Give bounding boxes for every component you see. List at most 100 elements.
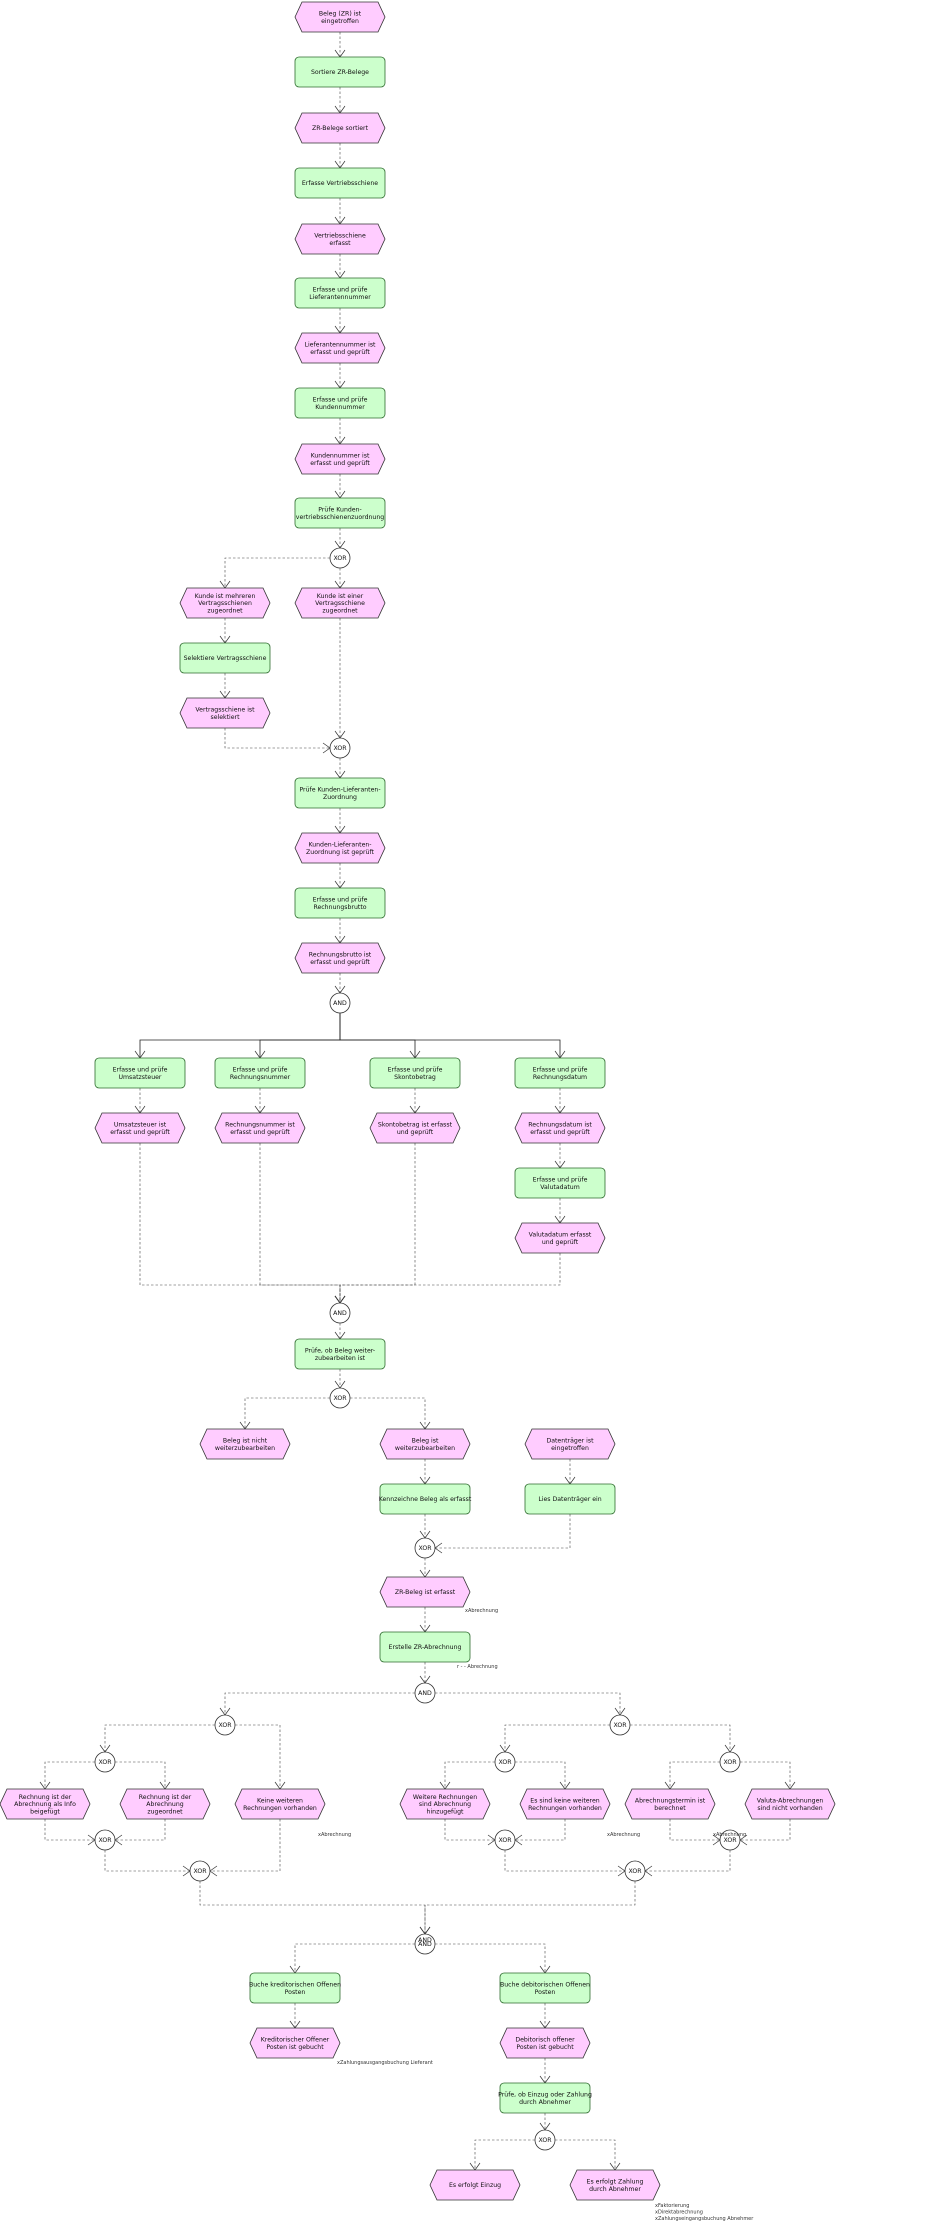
annotation-note: xAbrechnung (607, 1832, 640, 1838)
connector-label: AND (418, 1690, 432, 1697)
node-label: zugeordnet (207, 607, 243, 614)
connector-label: AND (418, 1937, 432, 1944)
node-label: sind Abrechnung (419, 1801, 471, 1808)
node-label: selektiert (210, 714, 240, 721)
edge-41 (339, 1013, 416, 1058)
annotation-note: r - - Abrechnung (457, 1664, 498, 1670)
function-node: Sortiere ZR-Belege (294, 56, 386, 88)
edge-45 (339, 1143, 416, 1303)
node-label: Skontobetrag ist erfasst (378, 1122, 453, 1129)
edge-58 (104, 1850, 190, 1872)
node-label: eingetroffen (321, 18, 359, 25)
connector-label: XOR (613, 1722, 627, 1729)
node-label: Zuordnung ist geprüft (306, 849, 375, 856)
edge-48 (350, 1397, 426, 1429)
node-label: Selektiere Vertragsschiene (184, 655, 267, 662)
node-label: Erfasse und prüfe (233, 1067, 288, 1074)
edge-57 (115, 1819, 166, 1841)
connector-node: XOR (329, 1387, 351, 1409)
event-node: ZR-Belege sortiert (294, 112, 386, 144)
node-label: Umsatzsteuer (119, 1074, 162, 1081)
node-label: Keine weiteren (257, 1798, 303, 1805)
edge-66 (444, 1819, 495, 1841)
edge-64 (669, 1761, 720, 1789)
node-label: Zuordnung (323, 794, 357, 801)
node-label: Lieferantennummer ist (305, 342, 377, 349)
node-label: und geprüft (542, 1239, 579, 1246)
node-label: Posten (285, 1989, 306, 1996)
edge-37 (224, 557, 330, 588)
edge-62 (444, 1761, 495, 1789)
node-label: Umsatzsteuer ist (114, 1122, 167, 1129)
node-label: Erfasse und prüfe (313, 897, 368, 904)
connector-node: XOR (609, 1714, 631, 1736)
node-label: Erfasse und prüfe (313, 287, 368, 294)
edge-75 (435, 1943, 546, 1973)
annotation-note: xFaktorierung (655, 2203, 689, 2209)
function-node: Kennzeichne Beleg als erfasst (379, 1483, 472, 1515)
node-label: Datenträger ist (546, 1438, 594, 1445)
connector-label: XOR (418, 1545, 432, 1552)
node-label: und geprüft (397, 1129, 434, 1136)
connector-label: AND (333, 1000, 347, 1007)
node-label: Skontobetrag (394, 1074, 436, 1081)
connector-node: AND (329, 1302, 351, 1324)
node-label: Abrechnung (146, 1801, 183, 1808)
node-label: Lieferantennummer (309, 294, 371, 301)
annotation-note: xAbrechnung (713, 1832, 746, 1838)
function-node: Lies Datenträger ein (524, 1483, 616, 1515)
event-node: Kunden-Lieferanten-Zuordnung ist geprüft (294, 832, 386, 864)
node-label: vertriebsschienenzuordnung (296, 514, 384, 521)
connector-label: XOR (498, 1837, 512, 1844)
node-label: Kunde ist mehreren (195, 593, 256, 600)
node-label: Posten (535, 1989, 556, 1996)
connector-node: XOR (624, 1860, 646, 1882)
node-label: Rechnungen vorhanden (528, 1805, 602, 1812)
connector-node: XOR (719, 1829, 741, 1851)
connector-node: AND (414, 1682, 436, 1704)
annotation-note: xAbrechnung (465, 1608, 498, 1614)
event-node: Kunde ist mehrerenVertragsschienenzugeor… (179, 587, 271, 619)
node-label: Erfasse und prüfe (113, 1067, 168, 1074)
node-label: beigefügt (30, 1808, 60, 1815)
edge-47 (244, 1397, 330, 1429)
connector-label: XOR (98, 1759, 112, 1766)
connector-node: XOR (329, 547, 351, 569)
edge-70 (504, 1850, 625, 1872)
node-label: Lies Datenträger ein (538, 1496, 601, 1503)
node-label: zugeordnet (147, 1808, 183, 1815)
edge-74 (294, 1943, 415, 1973)
connector-node: AND (329, 992, 351, 1014)
node-label: Abrechnungstermin ist (635, 1798, 706, 1805)
node-label: Beleg ist (412, 1438, 439, 1445)
node-label: Rechnungsnummer (230, 1074, 291, 1081)
edge-67 (515, 1819, 566, 1841)
function-node: Prüfe Kunden-vertriebsschienenzuordnung (294, 497, 386, 529)
node-label: Es erfolgt Zahlung (587, 2179, 644, 2186)
connector-node: XOR (719, 1751, 741, 1773)
node-label: Posten ist gebucht (516, 2044, 574, 2051)
node-label: zugeordnet (322, 607, 358, 614)
edge-49 (435, 1514, 571, 1549)
node-label: Valuta-Abrechnungen (757, 1798, 824, 1805)
connector-node: XOR (214, 1714, 236, 1736)
node-label: sind nicht vorhanden (757, 1805, 822, 1812)
edge-40 (259, 1013, 341, 1058)
